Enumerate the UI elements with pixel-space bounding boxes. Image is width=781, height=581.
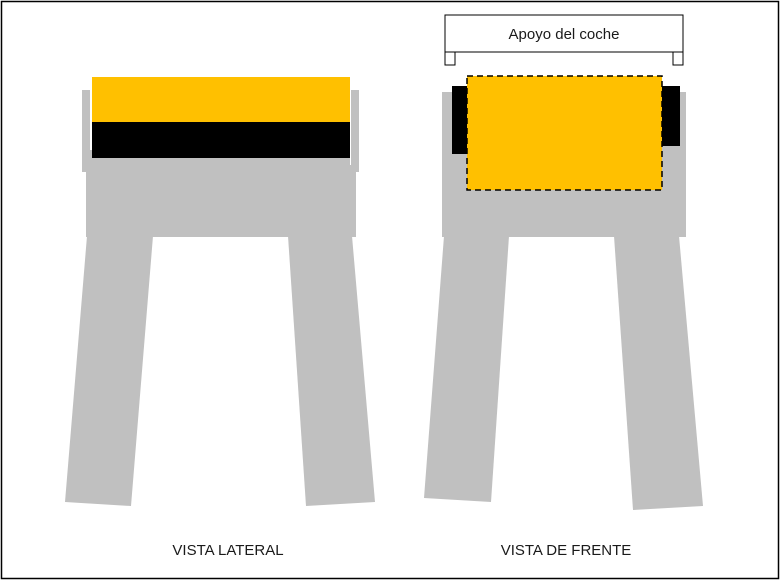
front-view-right-leg: [614, 236, 703, 510]
front-view-yellow-block: [466, 75, 663, 191]
front-view-right-black-block: [660, 86, 680, 146]
front-view-left-leg: [424, 236, 509, 502]
car-support-label: Apoyo del coche: [509, 26, 620, 43]
car-support: Apoyo del coche: [444, 14, 684, 66]
side-view-platform: [86, 165, 356, 237]
front-view-caption: VISTA DE FRENTE: [501, 542, 632, 559]
side-view-caption: VISTA LATERAL: [172, 542, 283, 559]
front-view: Apoyo del coche: [424, 14, 703, 510]
car-support-right-foot: [672, 51, 684, 66]
side-view: [65, 77, 375, 506]
front-view-left-black-block: [452, 86, 470, 154]
side-view-yellow-block: [92, 77, 350, 123]
side-view-black-band: [92, 122, 350, 158]
side-view-left-post: [82, 90, 90, 172]
car-support-box: [444, 14, 684, 53]
side-view-right-post: [351, 90, 359, 172]
side-view-left-leg: [65, 236, 153, 506]
side-view-right-leg: [288, 236, 375, 506]
car-support-left-foot: [444, 51, 456, 66]
